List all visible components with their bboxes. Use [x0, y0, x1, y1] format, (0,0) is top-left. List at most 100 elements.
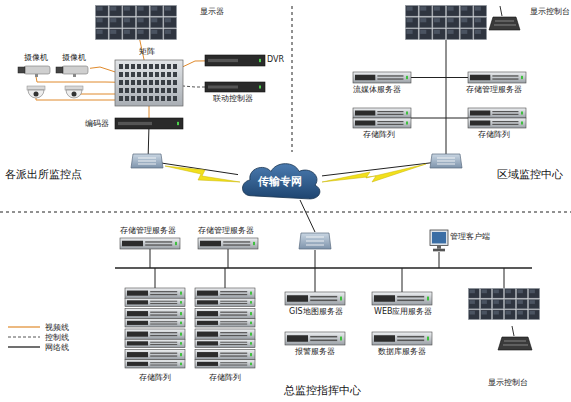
storage-unit [353, 108, 411, 118]
server-unit [397, 340, 424, 342]
matrix-port [143, 72, 147, 77]
camera-lens [56, 67, 63, 73]
server-unit [122, 241, 143, 247]
region-label: 总监控指挥中心 [284, 384, 361, 397]
storage-unit [150, 314, 177, 315]
storage-unit [197, 300, 218, 304]
storage-unit [150, 362, 177, 364]
camera-node: 摄像机 [56, 64, 90, 77]
connector [149, 106, 150, 118]
connector [140, 40, 144, 60]
server-unit [372, 332, 432, 345]
device-icon [125, 288, 185, 370]
device-label: 管理客户端 [450, 232, 490, 241]
legend-text: 控制线 [45, 333, 69, 342]
storage-unit [127, 341, 148, 345]
legend-sample [8, 346, 40, 347]
matrix-chassis [115, 60, 183, 106]
monitor-screen [433, 6, 446, 17]
monitor-screen [419, 29, 432, 40]
device-icon [468, 72, 526, 83]
matrix-port [173, 80, 177, 85]
storage-unit [220, 362, 247, 364]
monitor-screen [124, 30, 130, 34]
monitor-screen [123, 17, 136, 28]
monitor-screen [505, 310, 516, 320]
server-unit [377, 75, 403, 76]
matrix-port [131, 96, 135, 101]
device-label: 矩阵 [139, 47, 155, 56]
storage-unit [195, 319, 255, 327]
dome-camera [34, 92, 39, 97]
storage-unit [220, 300, 247, 302]
control-console [489, 17, 520, 30]
storage-unit [150, 321, 177, 323]
dome-camera [27, 86, 45, 90]
monitor-screen [110, 30, 116, 34]
monitor-screen [475, 7, 481, 11]
control-console [494, 21, 516, 25]
monitor-screen [138, 18, 144, 22]
storage-unit [470, 111, 490, 116]
matrix-port [173, 64, 177, 69]
monitor-screen [505, 289, 516, 299]
storage-unit [492, 124, 518, 125]
storage-unit [150, 323, 177, 325]
device-icon [372, 292, 432, 305]
monitor-screen [165, 30, 171, 34]
monitor-screen [137, 17, 150, 28]
server-unit [310, 300, 337, 302]
monitor-screen [151, 30, 157, 34]
storage-unit [197, 321, 218, 325]
storage-unit [127, 311, 148, 316]
device-icon [56, 64, 90, 77]
server-unit [285, 332, 345, 345]
storage-unit [125, 288, 185, 298]
storage-unit [250, 322, 252, 324]
storage-unit [521, 112, 523, 115]
storage-unit [250, 342, 252, 344]
storage-unit [180, 363, 182, 365]
storage-array-node: 存储阵列 [468, 108, 526, 128]
storage-unit [197, 352, 218, 357]
storage-unit [195, 350, 255, 360]
monitor-screen [151, 7, 157, 11]
storage-unit [220, 344, 247, 346]
server-unit [200, 241, 221, 247]
storage-unit [353, 118, 411, 128]
device-icon [405, 5, 487, 40]
device-label: 显示控制台 [488, 378, 528, 387]
region-divider [0, 212, 571, 213]
storage-unit [150, 344, 177, 346]
device-label: 摄像机 [62, 53, 86, 62]
pc-monitor [430, 230, 448, 245]
monitor-wall: 显示器 [95, 5, 177, 40]
monitor-screen [493, 299, 504, 309]
monitor-screen [109, 29, 122, 40]
storage-unit [220, 312, 247, 313]
matrix-port [167, 88, 171, 93]
rack-device-node: 编码器 [115, 118, 183, 129]
video-wire [36, 98, 115, 100]
device-label: DVR [267, 55, 284, 64]
device-label: 摄像机 [24, 53, 48, 62]
matrix-port [131, 72, 135, 77]
camera-mount [73, 74, 76, 77]
device-label: 显示控制台 [530, 7, 570, 16]
device-icon [430, 230, 448, 252]
monitor-screen [407, 18, 413, 22]
storage-unit [197, 341, 218, 345]
server-unit [492, 75, 518, 76]
monitor-screen [137, 6, 150, 17]
monitor-screen [406, 6, 419, 17]
dome-camera [72, 92, 77, 97]
storage-unit [220, 314, 247, 315]
device-icon [372, 332, 432, 345]
monitor-screen [109, 6, 122, 17]
monitor-screen [123, 6, 136, 17]
device-icon [120, 238, 180, 249]
matrix-port [143, 96, 147, 101]
monitor-screen [406, 29, 419, 40]
storage-unit [125, 298, 185, 306]
monitor-screen [97, 18, 103, 22]
